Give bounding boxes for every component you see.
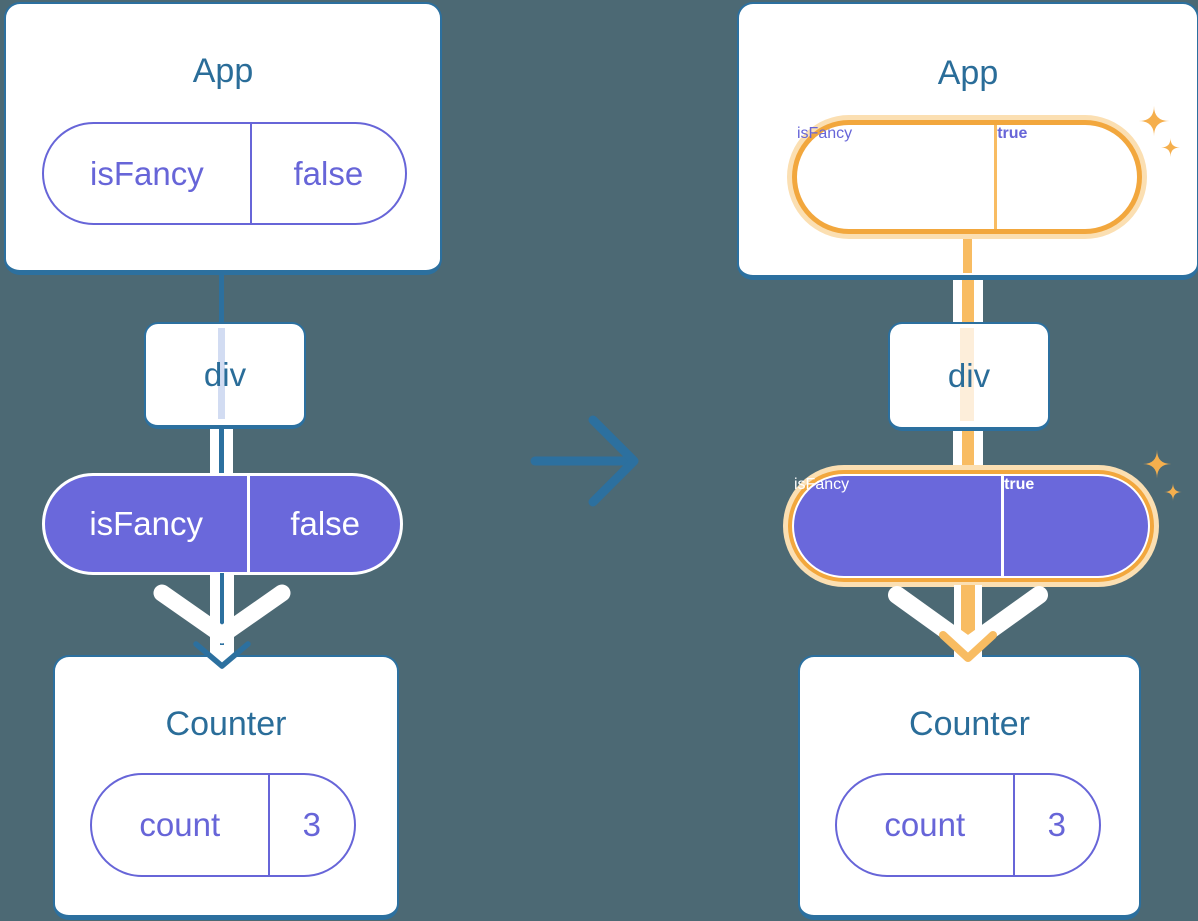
- div-box-before: div: [144, 322, 306, 429]
- counter-card-before: Counter count 3: [53, 655, 399, 920]
- highlight-ring: isFancy true: [788, 470, 1154, 582]
- prop-flow-line-left: [210, 421, 219, 475]
- prop-name: isFancy: [797, 125, 998, 229]
- highlighted-passed-prop-pill-after: isFancy true: [783, 465, 1159, 587]
- div-box-after: div: [888, 322, 1050, 431]
- component-title: Counter: [909, 705, 1030, 743]
- state-name: count: [92, 775, 270, 875]
- state-pill-before: count 3: [90, 773, 356, 877]
- counter-card-after: Counter count 3: [798, 655, 1141, 920]
- tree-edge-line: [219, 421, 224, 475]
- highlight-flow-line: [961, 585, 975, 647]
- prop-flow-through-line: [960, 328, 974, 421]
- highlighted-prop-pill-after: isFancy true: [787, 115, 1147, 239]
- prop-flow-line-right: [974, 423, 983, 470]
- highlight-flow-line: [963, 237, 972, 273]
- highlight-ring: isFancy true: [792, 120, 1142, 234]
- state-name: count: [837, 775, 1015, 875]
- state-pill-after: count 3: [835, 773, 1101, 877]
- render-chevron-icon: [888, 586, 1048, 655]
- element-title: div: [947, 356, 991, 394]
- component-title: App: [192, 52, 254, 90]
- tree-edge-app-div-before: [219, 240, 224, 324]
- passed-prop-pill-before: isFancy false: [42, 473, 403, 575]
- state-value: 3: [1047, 806, 1066, 843]
- prop-value: true: [997, 125, 1028, 142]
- app-card-after: App isFancy true: [737, 2, 1198, 280]
- prop-value: false: [290, 505, 361, 542]
- prop-flow-through-line: [218, 328, 225, 419]
- element-title: div: [203, 355, 247, 393]
- prop-value: true: [1004, 476, 1035, 493]
- component-title: App: [937, 54, 999, 92]
- prop-name: isFancy: [794, 476, 1005, 576]
- prop-name: isFancy: [44, 124, 252, 223]
- prop-pill-app-before: isFancy false: [42, 122, 407, 225]
- transition-arrow-icon: [530, 415, 639, 507]
- prop-value: false: [293, 154, 364, 192]
- tree-edge-line: [220, 573, 224, 645]
- app-card-before: App isFancy false: [4, 2, 442, 275]
- prop-flow-line-right: [974, 276, 983, 324]
- prop-flow-line-left: [953, 423, 962, 470]
- render-chevron-icon: [153, 584, 291, 644]
- arrowhead-icon: [193, 641, 251, 669]
- highlight-flow-line: [962, 276, 974, 324]
- prop-flow-line-left: [953, 276, 962, 324]
- highlight-flow-line: [962, 423, 974, 470]
- prop-flow-line-right: [224, 421, 233, 475]
- arrowhead-icon: [939, 631, 997, 662]
- component-title: Counter: [165, 705, 287, 743]
- state-value: 3: [302, 806, 321, 843]
- prop-name: isFancy: [45, 476, 251, 572]
